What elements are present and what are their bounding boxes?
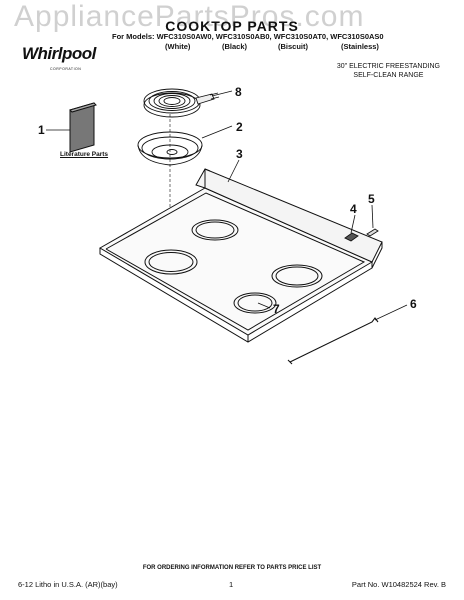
screw-drawing [366,228,379,237]
color-biscuit: (Biscuit) [278,42,308,51]
description-line-1: 30" ELECTRIC FREESTANDING [336,63,440,70]
callout-4: 4 [350,202,357,216]
callout-1: 1 [38,123,45,137]
brand-logo-sub: CORPORATION [50,67,82,71]
cooktop-drawing [99,168,383,343]
product-description: 30" ELECTRIC FREESTANDING SELF-CLEAN RAN… [337,62,440,80]
rod-drawing [287,317,379,365]
callout-6: 6 [410,297,417,311]
surface-element-drawing [143,88,220,118]
color-black: (Black) [222,42,248,51]
literature-parts-drawing [69,102,97,153]
description-line-2: SELF-CLEAN RANGE [353,72,424,79]
callout-2: 2 [236,120,243,134]
color-white: (White) [165,42,191,51]
literature-parts-label: Literature Parts [60,151,109,158]
watermark: AppliancePartsPros.com [14,0,365,33]
footer-part-number: Part No. W10482524 Rev. B [351,580,446,589]
color-stainless: (Stainless) [341,42,379,51]
bracket-drawing [344,232,359,242]
page-title: COOKTOP PARTS [165,18,299,34]
callout-5: 5 [368,192,375,206]
callout-8: 8 [235,85,242,99]
leader-5 [371,204,374,229]
leader-2 [201,125,233,139]
models-line: For Models: WFC310S0AW0, WFC310S0AB0, WF… [112,32,384,41]
leader-3 [227,159,240,183]
footer-page-number: 1 [229,580,234,589]
brand-logo: Whirlpool [22,44,96,63]
ordering-note: FOR ORDERING INFORMATION REFER TO PARTS … [142,565,322,571]
footer-litho: 6-12 Litho in U.S.A. (AR)(bay) [18,580,118,589]
callout-7: 7 [273,302,280,316]
leader-6 [374,304,408,321]
leader-8 [211,90,233,97]
leader-7 [257,302,271,309]
callout-3: 3 [236,147,243,161]
leader-4 [350,214,356,234]
